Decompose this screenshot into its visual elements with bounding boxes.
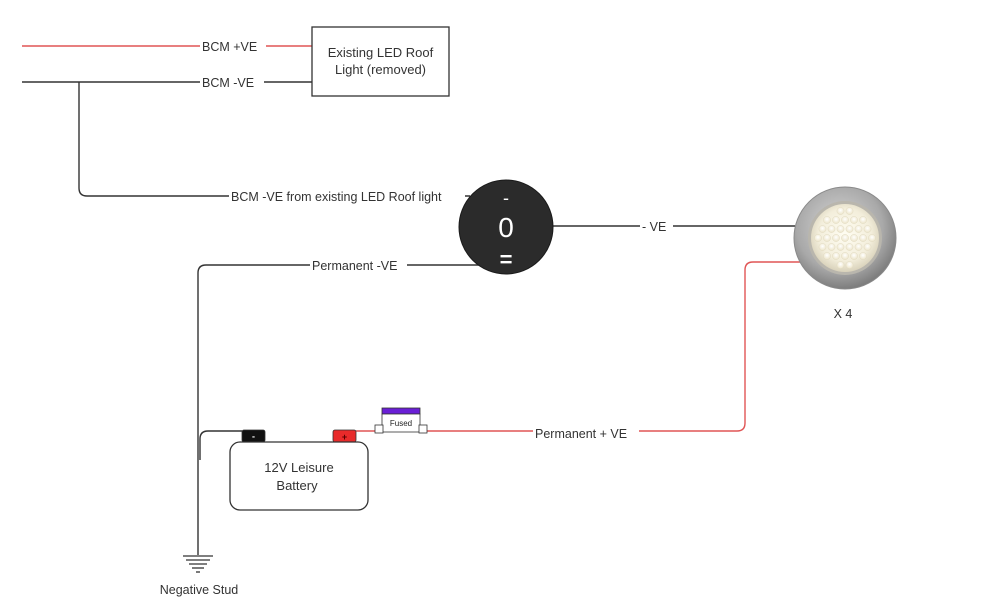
led-chip (841, 234, 849, 242)
wire-permanent-positive (356, 261, 800, 432)
label-bcm-negative: BCM -VE (200, 74, 264, 90)
led-chip (841, 252, 849, 260)
ground-label: Negative Stud (160, 583, 239, 597)
led-chip (845, 207, 854, 215)
led-chip (845, 243, 854, 251)
wire-battery-negative (199, 430, 242, 460)
svg-text:Permanent + VE: Permanent + VE (535, 427, 627, 441)
svg-text:BCM -VE: BCM -VE (202, 76, 254, 90)
wire-permanent-negative (197, 264, 480, 555)
led-chip (823, 234, 831, 242)
led-chip (836, 261, 845, 269)
led-chip (836, 243, 845, 251)
leisure-battery: - + 12V Leisure Battery (229, 429, 369, 511)
led-chip (850, 216, 858, 224)
svg-text:- VE: - VE (642, 220, 666, 234)
led-chip (845, 261, 854, 269)
led-chip (841, 216, 849, 224)
led-multiplier-label: X 4 (834, 307, 853, 321)
led-chip (863, 243, 872, 251)
inline-fuse: Fused (374, 407, 428, 434)
led-chip (859, 216, 867, 224)
fuse-cap (381, 407, 421, 415)
led-chip (823, 252, 831, 260)
svg-text:0: 0 (498, 212, 514, 243)
svg-text:Light (removed): Light (removed) (335, 62, 426, 77)
label-bcm-positive: BCM +VE (200, 38, 266, 54)
label-permanent-negative: Permanent -VE (310, 257, 407, 273)
led-chip (814, 234, 822, 242)
label-bcm-negative-from-existing: BCM -VE from existing LED Roof light (229, 188, 465, 204)
led-chip (859, 252, 867, 260)
led-chip (863, 225, 872, 233)
led-chip (854, 243, 863, 251)
svg-text:BCM +VE: BCM +VE (202, 40, 257, 54)
led-chip (836, 207, 845, 215)
led-chip (827, 225, 836, 233)
led-chip (818, 243, 827, 251)
led-chip (854, 225, 863, 233)
wire-bcm-negative-to-switch (78, 82, 470, 197)
svg-text:Existing LED Roof: Existing LED Roof (328, 45, 434, 60)
svg-text:Battery: Battery (276, 478, 318, 493)
led-chip (818, 225, 827, 233)
roof-light-box: Existing LED Roof Light (removed) (311, 26, 450, 97)
led-chip (845, 225, 854, 233)
led-chip (832, 216, 840, 224)
svg-text:12V Leisure: 12V Leisure (264, 460, 333, 475)
svg-text:=: = (500, 247, 513, 272)
label-permanent-positive: Permanent + VE (533, 425, 639, 441)
led-chip (827, 243, 836, 251)
led-chip (836, 225, 845, 233)
led-chip (823, 216, 831, 224)
led-puck-light (793, 186, 897, 290)
label-switched-negative: - VE (640, 218, 673, 234)
ground-symbol-icon (183, 555, 213, 573)
led-chip (850, 234, 858, 242)
led-chip (832, 252, 840, 260)
led-chip (859, 234, 867, 242)
led-array-icon (814, 207, 876, 269)
svg-text:-: - (503, 188, 509, 208)
svg-text:BCM -VE from existing LED Roof: BCM -VE from existing LED Roof light (231, 190, 442, 204)
svg-text:+: + (342, 432, 347, 442)
svg-text:-: - (252, 432, 255, 442)
led-chip (850, 252, 858, 260)
led-chip (832, 234, 840, 242)
svg-text:Permanent -VE: Permanent -VE (312, 259, 397, 273)
svg-text:Fused: Fused (390, 419, 412, 428)
rocker-switch: - 0 = (458, 179, 554, 275)
led-chip (868, 234, 876, 242)
